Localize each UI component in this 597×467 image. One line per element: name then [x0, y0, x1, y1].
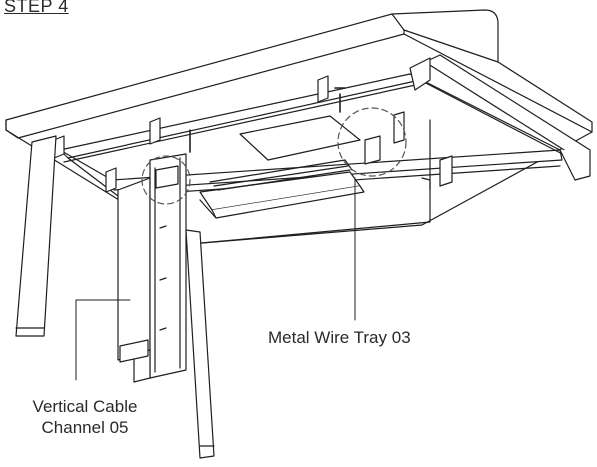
side-panel [189, 119, 431, 245]
leader-lines [75, 177, 356, 381]
screws [189, 87, 346, 153]
metal-wire-tray-label: Metal Wire Tray 03 [268, 328, 411, 347]
legs [15, 135, 215, 459]
detail-circles [141, 107, 407, 205]
vertical-cable-channel [117, 153, 187, 383]
vertical-cable-channel-label: Vertical Cable Channel 05 [10, 396, 160, 438]
channel-label-line1: Vertical Cable [32, 397, 138, 416]
step-title: STEP 4 [4, 0, 69, 16]
rail-clips [53, 75, 453, 193]
metal-wire-tray [199, 111, 405, 219]
center-plate [239, 115, 361, 161]
channel-label-line2: Channel 05 [41, 418, 129, 437]
